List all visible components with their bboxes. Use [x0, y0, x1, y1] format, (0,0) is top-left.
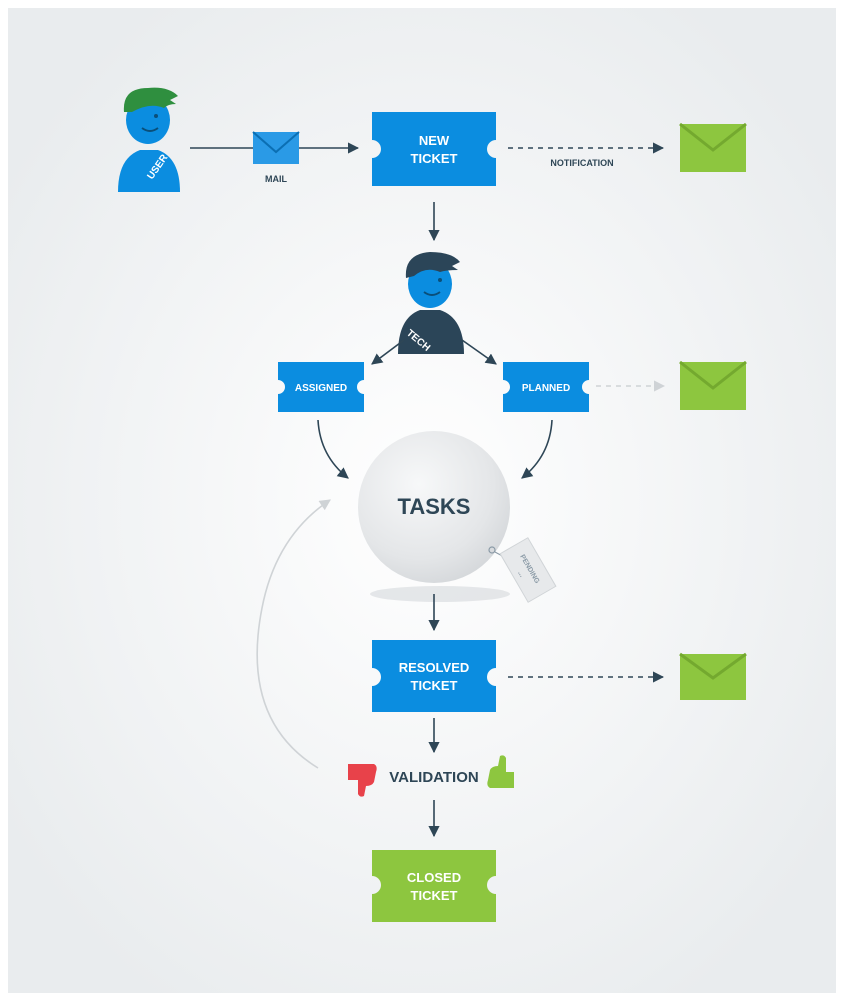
closed-ticket-line2: TICKET — [411, 888, 458, 903]
to-assigned-arrow — [371, 339, 405, 365]
mail-envelope-icon — [252, 131, 300, 164]
tech-node: TECH — [398, 252, 464, 354]
validation-label: VALIDATION — [389, 769, 478, 786]
notification-label: NOTIFICATION — [550, 158, 613, 168]
tech-person-icon — [398, 252, 464, 354]
tasks-node: TASKS — [358, 431, 510, 602]
closed-ticket: CLOSED TICKET — [372, 850, 496, 922]
resolved-ticket-line1: RESOLVED — [399, 660, 470, 675]
thumbs-up-icon — [487, 755, 514, 788]
assigned-ticket: ASSIGNED — [278, 362, 364, 412]
new-ticket: NEW TICKET — [372, 112, 496, 186]
assigned-label: ASSIGNED — [295, 383, 347, 394]
validation-node: VALIDATION — [348, 755, 514, 797]
user-person-icon — [118, 87, 180, 192]
planned-label: PLANNED — [522, 383, 570, 394]
tasks-label: TASKS — [398, 494, 471, 519]
pending-sub: ... — [516, 570, 525, 579]
thumbs-down-icon — [348, 764, 377, 797]
planned-envelope-icon — [679, 360, 747, 410]
assigned-to-tasks-arrow — [317, 419, 349, 479]
resolved-envelope-icon — [679, 652, 747, 700]
new-ticket-line1: NEW — [419, 133, 450, 148]
planned-ticket: PLANNED — [503, 362, 589, 412]
user-node: USER — [118, 87, 180, 192]
planned-to-tasks-arrow — [521, 419, 553, 479]
resolved-ticket: RESOLVED TICKET — [372, 640, 496, 712]
closed-ticket-line1: CLOSED — [407, 870, 461, 885]
pending-tag: PENDING ... — [488, 537, 557, 603]
validation-loop-arrow — [256, 499, 331, 769]
notification-envelope-icon — [679, 122, 747, 172]
mail-label: MAIL — [265, 174, 287, 184]
new-ticket-line2: TICKET — [411, 151, 458, 166]
resolved-ticket-line2: TICKET — [411, 678, 458, 693]
to-planned-arrow — [461, 339, 497, 365]
